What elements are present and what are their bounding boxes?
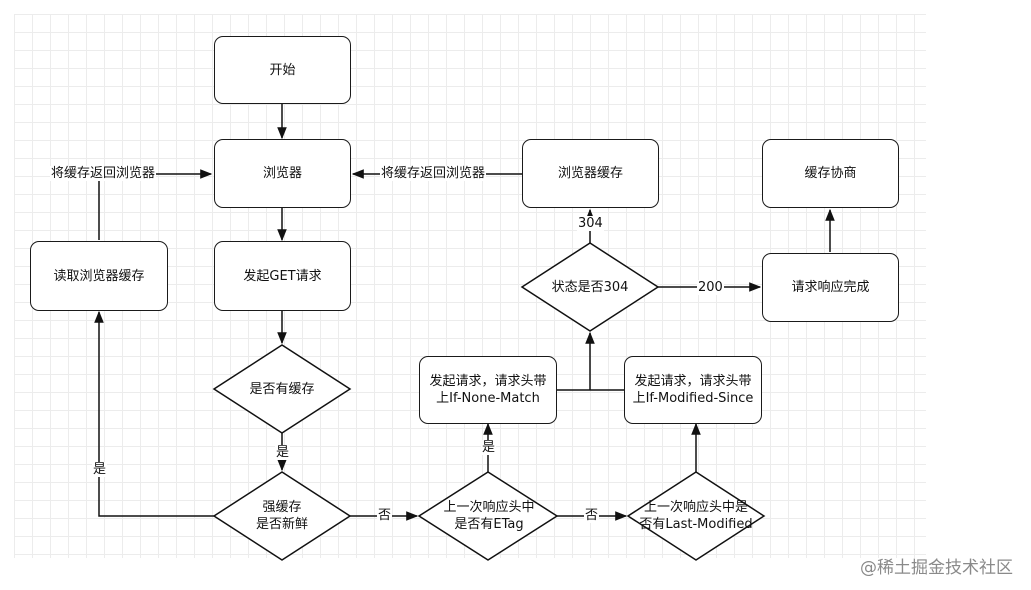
negotiate-label: 缓存协商 <box>804 166 857 181</box>
etag-line2: 是否有ETag <box>454 517 524 532</box>
response-done-node: 请求响应完成 <box>762 253 899 322</box>
lastmod-diamond <box>626 471 766 561</box>
req-mod-since-line2: 上If-Modified-Since <box>632 391 754 406</box>
etag-diamond <box>417 471 559 561</box>
response-done-label: 请求响应完成 <box>791 280 870 295</box>
read-cache-node: 读取浏览器缓存 <box>30 241 168 311</box>
etag-text: 上一次响应头中 是否有ETag <box>424 498 554 534</box>
start-label: 开始 <box>269 62 296 78</box>
strong-fresh-diamond <box>212 471 352 561</box>
req-none-match-line2: 上If-None-Match <box>436 391 540 406</box>
browser-cache-label: 浏览器缓存 <box>557 166 623 181</box>
negotiate-node: 缓存协商 <box>762 139 899 208</box>
edge-readcache-browser <box>98 169 213 240</box>
browser-node: 浏览器 <box>214 139 351 208</box>
code-200-label: 200 <box>697 280 724 295</box>
read-cache-label: 读取浏览器缓存 <box>53 268 145 284</box>
browser-label: 浏览器 <box>262 166 302 181</box>
no-etag-label: 否 <box>584 508 600 523</box>
start-node: 开始 <box>214 36 351 104</box>
yes-etag-label: 是 <box>481 440 497 455</box>
req-none-match-line1: 发起请求，请求头带 <box>429 374 547 389</box>
status-diamond <box>520 242 660 332</box>
get-request-label: 发起GET请求 <box>243 268 322 284</box>
status-text: 状态是否304 <box>530 277 650 297</box>
get-request-node: 发起GET请求 <box>214 241 351 311</box>
browser-cache-node: 浏览器缓存 <box>522 139 659 208</box>
has-cache-label: 是否有缓存 <box>249 381 315 397</box>
etag-line1: 上一次响应头中 <box>443 500 535 515</box>
strong-fresh-text: 强缓存 是否新鲜 <box>222 498 342 534</box>
strong-fresh-line1: 强缓存 <box>262 500 302 515</box>
watermark: @稀土掘金技术社区 <box>860 558 1013 578</box>
req-mod-since-line1: 发起请求，请求头带 <box>634 374 752 389</box>
strong-fresh-line2: 是否新鲜 <box>255 517 308 532</box>
yes-fresh-label: 是 <box>92 462 108 477</box>
req-none-match-node: 发起请求，请求头带 上If-None-Match <box>419 356 557 424</box>
code-304-label: 304 <box>577 216 604 231</box>
edge-fresh-readcache <box>94 310 214 517</box>
return-cache-mid-label: 将缓存返回浏览器 <box>380 166 487 181</box>
lastmod-line2: 否有Last-Modified <box>639 517 753 532</box>
return-cache-left-label: 将缓存返回浏览器 <box>50 166 157 181</box>
status-label: 状态是否304 <box>551 279 629 295</box>
lastmod-line1: 上一次响应头中是 <box>643 500 748 515</box>
yes-has-cache-label: 是 <box>275 445 291 460</box>
lastmod-text: 上一次响应头中是 否有Last-Modified <box>626 498 766 534</box>
no-fresh-label: 否 <box>377 508 393 523</box>
has-cache-text: 是否有缓存 <box>222 379 342 399</box>
req-mod-since-node: 发起请求，请求头带 上If-Modified-Since <box>624 356 762 424</box>
